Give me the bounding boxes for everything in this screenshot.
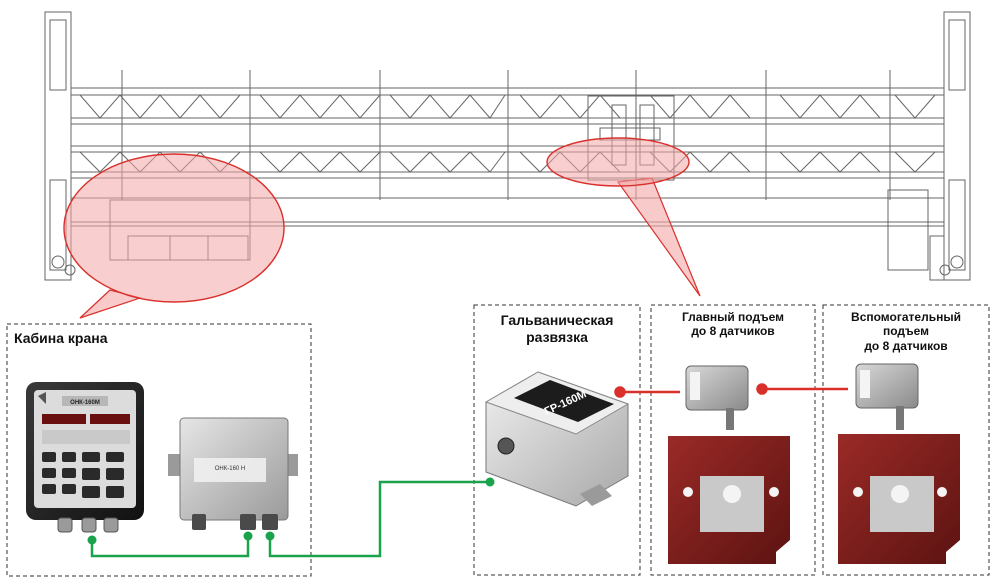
wire-node <box>265 531 275 541</box>
main-hoist-title-line1: Главный подъем <box>681 310 785 324</box>
isolation-zone-title-line1: Гальваническая <box>500 312 614 328</box>
green-wire-controller-to-box <box>90 538 250 558</box>
junction-box-device <box>168 417 298 530</box>
aux-hoist-sensor <box>838 363 960 564</box>
main-hoist-sensor <box>668 365 790 564</box>
isolation-zone-title-line2: развязка <box>526 328 588 345</box>
wire-node <box>87 535 97 545</box>
isolator-device <box>484 371 630 507</box>
wire-node <box>485 477 495 487</box>
green-wire-box-to-isolator <box>268 480 490 558</box>
wire-node <box>243 531 253 541</box>
cabin-zone-frame <box>6 323 312 577</box>
cabin-zone-title: Кабина крана <box>14 330 107 347</box>
controller-model-label: ОНК-160М <box>70 400 100 406</box>
aux-hoist-zone-title: Вспомогательный подъем до 8 датчиков <box>826 310 986 353</box>
crane-drawing <box>44 11 971 281</box>
isolation-zone-title: Гальваническая развязка <box>478 312 636 346</box>
controller-device <box>26 382 144 533</box>
junction-box-model-label: ОНК-160 Н <box>215 466 246 472</box>
cabin-highlight-callout <box>63 153 285 319</box>
trolley-highlight-callout <box>546 137 701 297</box>
aux-hoist-title-line3: до 8 датчиков <box>864 338 948 353</box>
main-hoist-zone-title: Главный подъем до 8 датчиков <box>654 310 812 339</box>
cabin-zone-title-text: Кабина крана <box>14 330 108 346</box>
main-hoist-title-line2: до 8 датчиков <box>691 324 775 339</box>
aux-hoist-zone-frame <box>822 304 990 576</box>
aux-hoist-title-line2: подъем <box>882 324 930 339</box>
aux-hoist-title-line1: Вспомогательный <box>851 310 961 324</box>
isolation-zone-frame <box>473 304 641 576</box>
